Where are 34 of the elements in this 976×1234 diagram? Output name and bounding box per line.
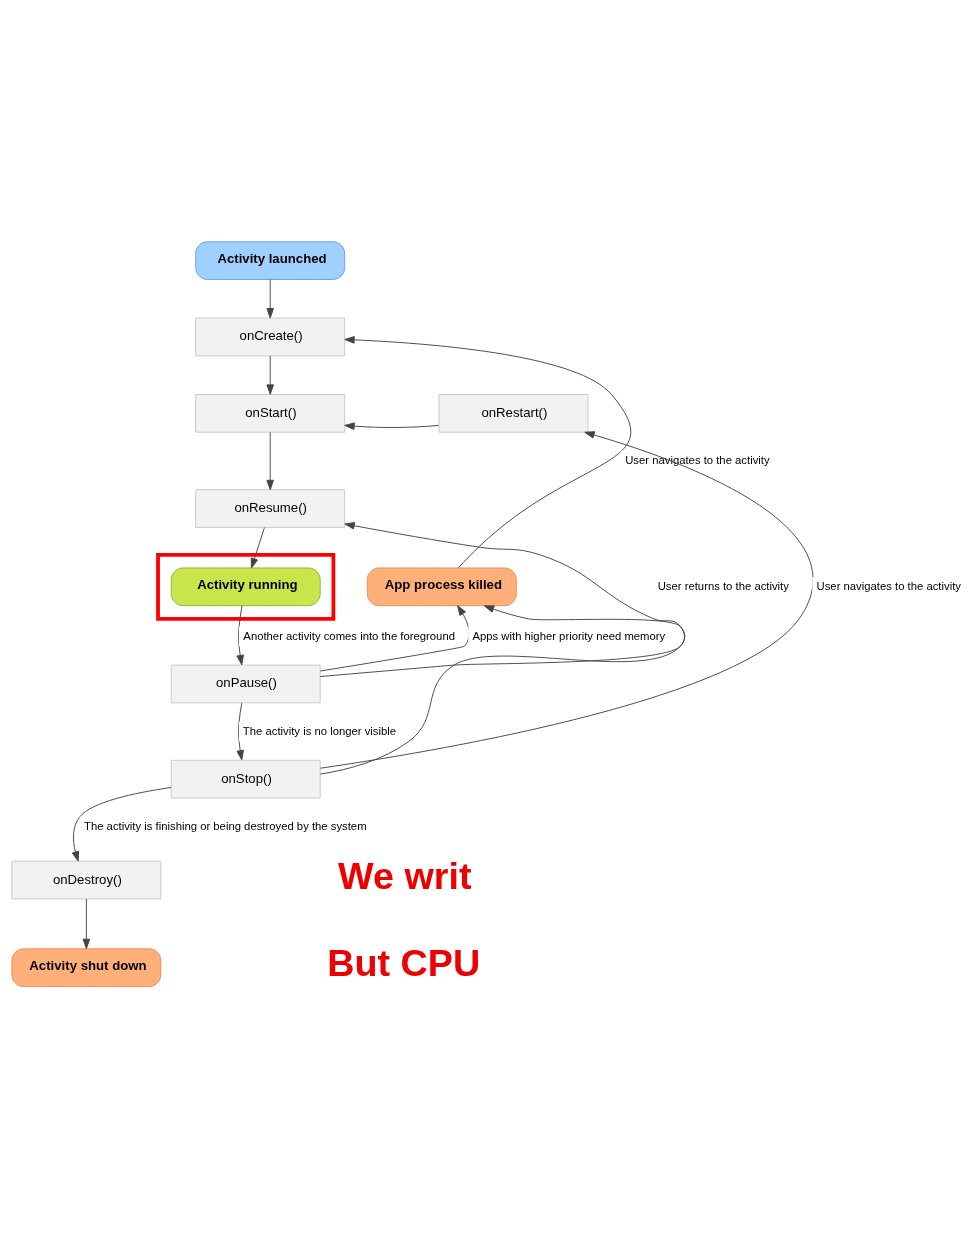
arrow: [82, 898, 91, 950]
node-box: Activity shut down: [11, 948, 162, 988]
arrow: [319, 605, 686, 775]
arrow: [319, 605, 470, 672]
edge-label: The activity is no longer visible: [242, 724, 397, 737]
cluster: [156, 552, 336, 621]
node-box: onStart(): [195, 394, 346, 433]
node-box: Activity running: [170, 567, 321, 607]
edge-label: The activity is finishing or being destroyed by the system: [84, 820, 367, 833]
edge-label: User returns to the activity: [657, 580, 789, 593]
arrow: [266, 279, 274, 319]
arrow: [266, 431, 274, 491]
arrow: [236, 702, 244, 761]
node-box: Activity launched: [195, 241, 346, 280]
node-box: onDestroy(): [11, 860, 162, 900]
edge-label: User navigates to the activity: [816, 580, 961, 593]
node-box: onRestart(): [438, 394, 589, 433]
arrow: [319, 522, 685, 677]
node-box: onStop(): [170, 759, 321, 799]
arrow: [71, 787, 172, 862]
node-box: onPause(): [170, 664, 321, 704]
edge-label: Another activity comes into the foreground: [243, 629, 455, 642]
arrow: [319, 431, 814, 769]
arrow: [344, 336, 631, 569]
label: But CPU: [327, 942, 481, 985]
label: We writ: [338, 854, 472, 897]
node-box: onResume(): [195, 489, 346, 528]
arrow: [344, 422, 440, 430]
node-box: App process killed: [366, 567, 517, 607]
edge-label: Apps with higher priority need memory: [472, 629, 666, 642]
arrow: [266, 355, 274, 395]
arrow: [250, 527, 265, 569]
arrow: [236, 605, 244, 666]
node-box: onCreate(): [195, 317, 346, 357]
